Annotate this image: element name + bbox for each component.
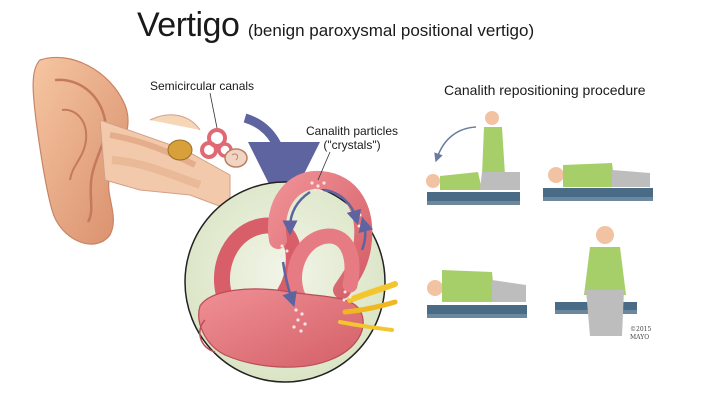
procedure-step-4 xyxy=(555,226,637,336)
label-canalith-particles: Canalith particles ("crystals") xyxy=(297,124,407,152)
label-canalith-line1: Canalith particles xyxy=(305,124,399,138)
title-main: Vertigo xyxy=(137,6,240,44)
semicircular-canals-leader xyxy=(209,92,218,129)
copyright-year: ©2015 xyxy=(630,326,652,333)
canalith-leader xyxy=(317,151,331,181)
procedure-title: Canalith repositioning procedure xyxy=(444,82,646,98)
procedure-step-3 xyxy=(427,270,527,318)
crystal-flow-arrows xyxy=(281,188,374,308)
copyright: ©2015 MAYO xyxy=(630,326,651,342)
label-semicircular-canals: Semicircular canals xyxy=(150,79,255,93)
page-title: Vertigo (benign paroxysmal positional ve… xyxy=(137,6,534,45)
label-canalith-line2: ("crystals") xyxy=(323,138,381,152)
outer-ear-illustration xyxy=(32,56,231,245)
inner-ear-labyrinth xyxy=(198,170,398,368)
zoom-arrow xyxy=(243,113,320,214)
procedure-step-2 xyxy=(543,163,653,201)
semicircular-canals-small xyxy=(200,128,248,168)
title-subtitle: (benign paroxysmal positional vertigo) xyxy=(247,21,535,40)
procedure-step-1 xyxy=(426,111,520,205)
copyright-org: MAYO xyxy=(630,334,650,341)
